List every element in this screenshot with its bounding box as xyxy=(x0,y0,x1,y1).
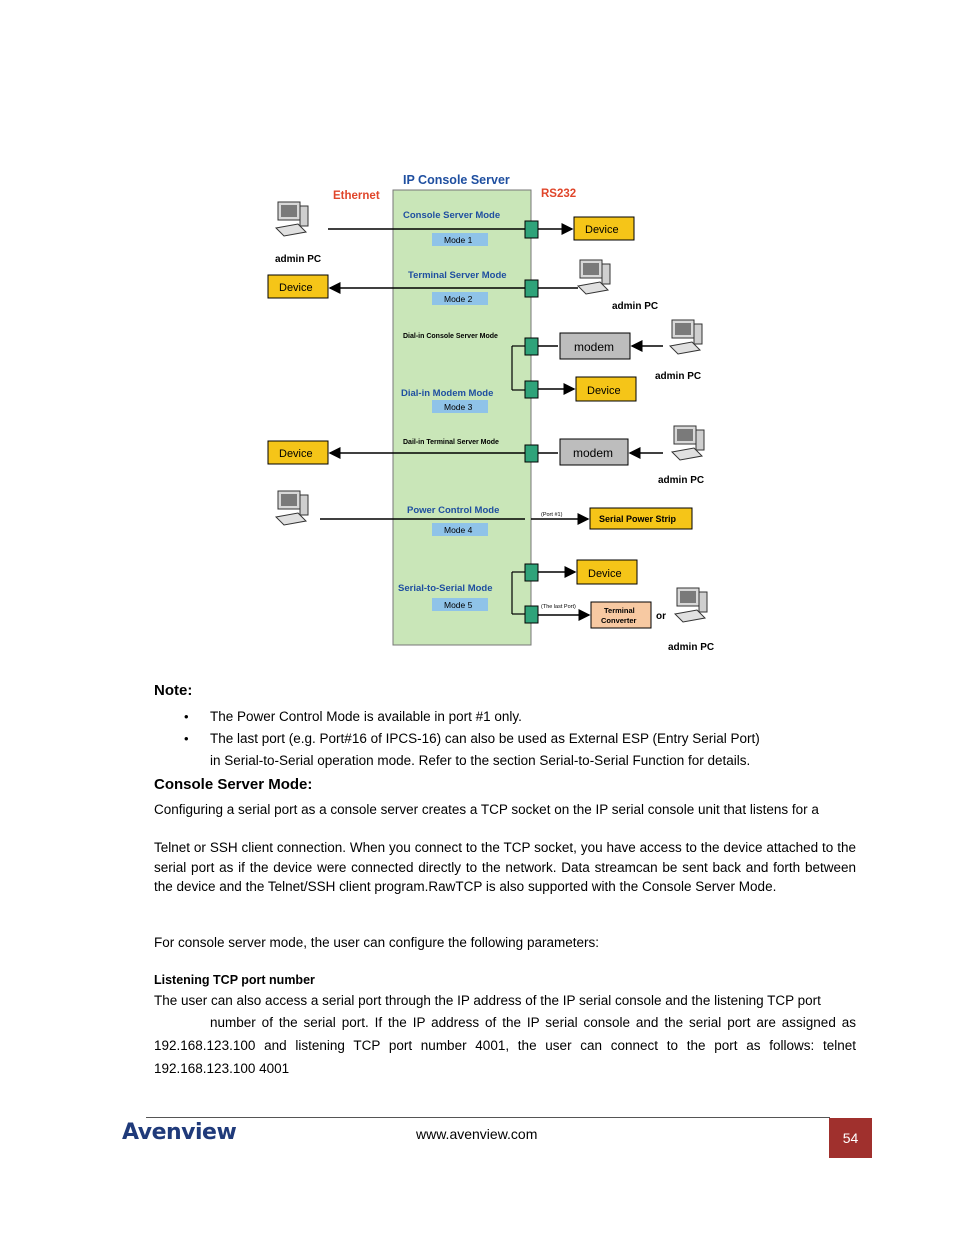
ip-console-server-diagram: IP Console Server Ethernet RS232 admin P… xyxy=(267,173,714,653)
note-bullet: The Power Control Mode is available in p… xyxy=(154,706,864,728)
terminal-converter-text-2: Converter xyxy=(601,616,637,625)
device-box-5 xyxy=(576,559,638,585)
note-bullet: The last port (e.g. Port#16 of IPCS-16) … xyxy=(154,728,864,772)
device-box-1 xyxy=(573,216,635,241)
last-port-label: (The last Port) xyxy=(541,604,576,610)
admin-pc-label-4: admin PC xyxy=(658,475,704,486)
admin-pc-label-3: admin PC xyxy=(655,371,701,382)
section-heading: Console Server Mode: xyxy=(154,776,313,793)
terminal-converter-text-1: Terminal xyxy=(604,606,635,615)
power-control-mode-label: Power Control Mode xyxy=(407,505,499,516)
mode4-label: Mode 4 xyxy=(444,525,473,535)
admin-pc-label-1: admin PC xyxy=(275,254,321,265)
serial-to-serial-mode-label: Serial-to-Serial Mode xyxy=(398,583,493,594)
serial-power-strip-text: Serial Power Strip xyxy=(599,514,677,524)
modem-text-1: modem xyxy=(574,340,614,354)
device-text-1: Device xyxy=(585,224,619,236)
mode1-label: Mode 1 xyxy=(444,235,473,245)
or-label: or xyxy=(656,611,666,622)
device-box-3 xyxy=(575,376,637,402)
modem-box-1 xyxy=(559,332,631,360)
modem-box-2 xyxy=(559,438,629,466)
avenview-logo: Avenview xyxy=(122,1120,237,1145)
server-box xyxy=(392,189,532,646)
diagram-title: IP Console Server xyxy=(403,173,510,187)
dialin-console-mode-label: Dial-in Console Server Mode xyxy=(403,333,498,340)
port1-label: (Port #1) xyxy=(541,512,563,518)
ethernet-label: Ethernet xyxy=(333,190,380,202)
paragraph-2: Telnet or SSH client connection. When yo… xyxy=(154,840,856,894)
device-text-3: Device xyxy=(587,385,621,397)
device-text-4: Device xyxy=(279,448,313,460)
device-box-2 xyxy=(267,274,329,299)
mode5-label: Mode 5 xyxy=(444,600,473,610)
admin-pc-label-2: admin PC xyxy=(612,301,658,312)
paragraph-3: For console server mode, the user can co… xyxy=(154,935,599,950)
mode2-label: Mode 2 xyxy=(444,294,473,304)
note-heading: Note: xyxy=(154,682,193,699)
dialin-modem-mode-label: Dial-in Modem Mode xyxy=(401,388,493,399)
terminal-server-mode-label: Terminal Server Mode xyxy=(408,270,507,281)
paragraph-4-line-3: 192.168.123.100 and listening TCP port n… xyxy=(154,1038,856,1053)
rs232-label: RS232 xyxy=(541,188,576,200)
footer-divider xyxy=(146,1117,830,1118)
paragraph-4-line-2: number of the serial port. If the IP add… xyxy=(210,1015,856,1030)
device-text-5: Device xyxy=(588,568,622,580)
modem-text-2: modem xyxy=(573,446,613,460)
paragraph-4-line-1: The user can also access a serial port t… xyxy=(154,993,821,1008)
console-server-mode-label: Console Server Mode xyxy=(403,210,500,221)
serial-power-strip-box xyxy=(589,507,693,530)
dialin-terminal-mode-label: Dail-in Terminal Server Mode xyxy=(403,439,499,446)
terminal-converter-box xyxy=(590,601,652,629)
paragraph-1: Configuring a serial port as a console s… xyxy=(154,802,819,817)
admin-pc-label-5: admin PC xyxy=(668,642,714,653)
footer-url: www.avenview.com xyxy=(416,1126,538,1142)
mode3-label: Mode 3 xyxy=(444,402,473,412)
note-bullet-list: The Power Control Mode is available in p… xyxy=(154,706,864,772)
paragraph-4-line-4: 192.168.123.100 4001 xyxy=(154,1061,290,1076)
listening-tcp-port-heading: Listening TCP port number xyxy=(154,973,315,987)
device-text-2: Device xyxy=(279,282,313,294)
page-number: 54 xyxy=(829,1118,872,1158)
device-box-4 xyxy=(267,440,329,465)
